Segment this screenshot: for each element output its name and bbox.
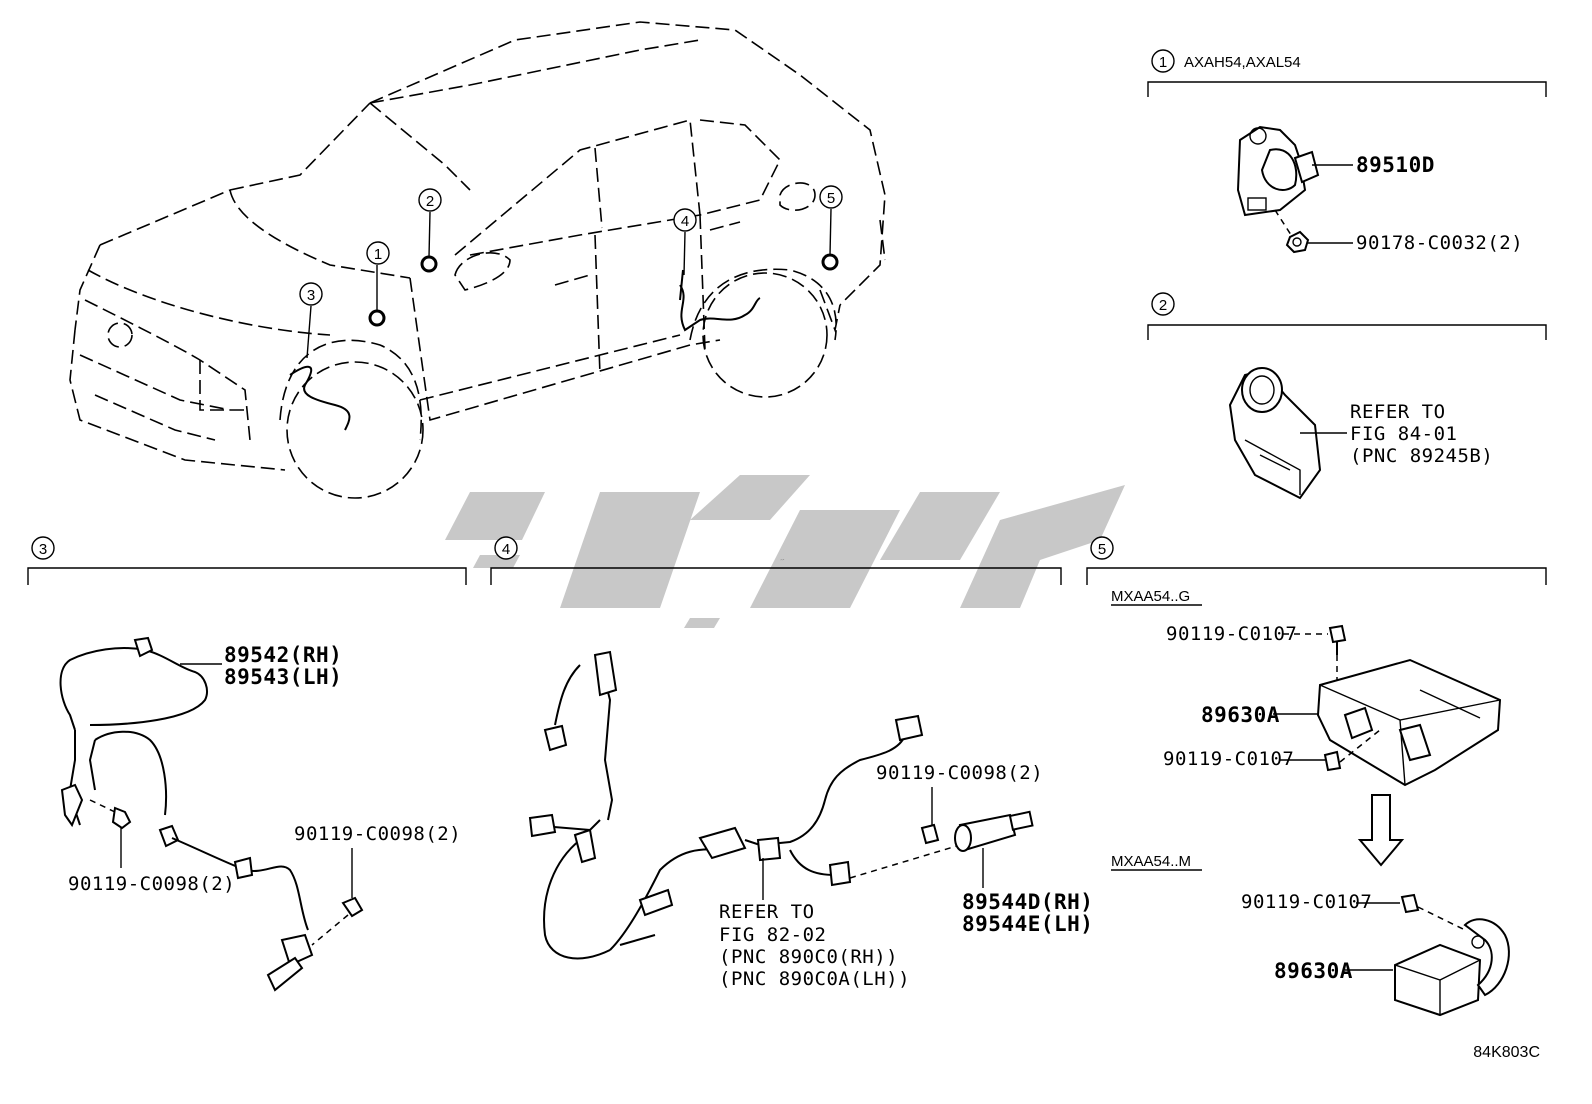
svg-text:1: 1 [374, 246, 382, 263]
rear-speed-sensor-wire[interactable] [528, 650, 924, 960]
section-3: 3 90119-C0098(2) 9 [27, 536, 467, 992]
callout-2[interactable]: 2 [418, 188, 442, 212]
refer-fig-82-02-line1: REFER TO [719, 901, 815, 923]
variant-label-m: MXAA54..M [1111, 853, 1191, 870]
bolt-part[interactable] [920, 823, 940, 845]
bolt-part[interactable] [1328, 624, 1347, 655]
refer-fig-84-01-line1: REFER TO [1350, 401, 1446, 423]
part-89542-rh[interactable]: 89542(RH) [224, 643, 342, 667]
vehicle-illustration [69, 21, 886, 499]
section-2-number: 2 [1159, 297, 1167, 314]
part-89630A-m[interactable]: 89630A [1274, 959, 1353, 983]
refer-fig-84-01-line2: FIG 84-01 [1350, 423, 1457, 445]
front-speed-sensor-wire[interactable] [59, 636, 314, 992]
part-90119-C0107-top[interactable]: 90119-C0107 [1166, 623, 1297, 645]
watermark-text: کاوپارت [780, 559, 785, 561]
part-90119-C0098-right[interactable]: 90119-C0098(2) [294, 823, 461, 845]
bolt-part[interactable] [1400, 893, 1420, 914]
section-2: 2 REFER TO FIG 84-01 (PNC 89245B) [1147, 292, 1547, 500]
refer-fig-84-01-line3: (PNC 89245B) [1350, 445, 1493, 467]
part-90119-C0107-m[interactable]: 90119-C0107 [1241, 891, 1372, 913]
refer-fig-82-02-line4: (PNC 890C0A(LH)) [719, 968, 910, 990]
callout-5[interactable]: 5 [819, 185, 843, 209]
ecu-module-m[interactable] [1394, 918, 1510, 1017]
ecu-module-g[interactable] [1316, 658, 1502, 787]
section-4: 4 90119-C0098(2) [490, 536, 1093, 990]
rear-speed-sensor[interactable] [954, 810, 1034, 852]
section-5: 5 MXAA54..G 90119-C0107 89630A 90119-C01… [1086, 536, 1547, 1017]
diagram-id: 84K803C [1473, 1044, 1540, 1061]
part-89544D-rh[interactable]: 89544D(RH) [962, 890, 1093, 914]
callout-3[interactable]: 3 [299, 282, 323, 306]
bolt-part[interactable] [1323, 750, 1342, 772]
variant-label-g: MXAA54..G [1111, 588, 1190, 605]
part-90119-C0107-mid[interactable]: 90119-C0107 [1163, 748, 1294, 770]
svg-text:2: 2 [426, 193, 434, 210]
refer-fig-82-02-line3: (PNC 890C0(RH)) [719, 946, 898, 968]
watermark-logo [445, 475, 1125, 628]
svg-text:5: 5 [827, 190, 835, 207]
part-89630A-g[interactable]: 89630A [1201, 703, 1280, 727]
arrow-down-icon [1357, 794, 1405, 867]
section-1-header: AXAH54,AXAL54 [1184, 54, 1301, 71]
svg-text:4: 4 [681, 213, 689, 230]
part-89510D[interactable]: 89510D [1356, 153, 1435, 177]
part-89544E-lh[interactable]: 89544E(LH) [962, 912, 1093, 936]
svg-text:3: 3 [307, 287, 315, 304]
section-4-number: 4 [502, 541, 510, 558]
bolt-part[interactable] [311, 896, 364, 946]
part-90119-C0098-sec4[interactable]: 90119-C0098(2) [876, 762, 1043, 784]
callout-1[interactable]: 1 [366, 241, 390, 265]
bolt-part[interactable] [89, 799, 132, 830]
yaw-rate-sensor[interactable] [1236, 125, 1320, 217]
nut-part[interactable] [1285, 230, 1310, 254]
part-89543-lh[interactable]: 89543(LH) [224, 665, 342, 689]
section-3-number: 3 [39, 541, 47, 558]
steering-angle-sensor[interactable] [1228, 367, 1322, 500]
part-90178-C0032[interactable]: 90178-C0032(2) [1356, 232, 1523, 254]
section-1: 1 AXAH54,AXAL54 89510D 90178-C0032(2) [1147, 49, 1547, 254]
part-90119-C0098-left[interactable]: 90119-C0098(2) [68, 873, 235, 895]
section-1-number: 1 [1159, 54, 1167, 71]
section-5-number: 5 [1098, 541, 1106, 558]
callout-4[interactable]: 4 [673, 208, 697, 232]
refer-fig-82-02-line2: FIG 82-02 [719, 924, 826, 946]
